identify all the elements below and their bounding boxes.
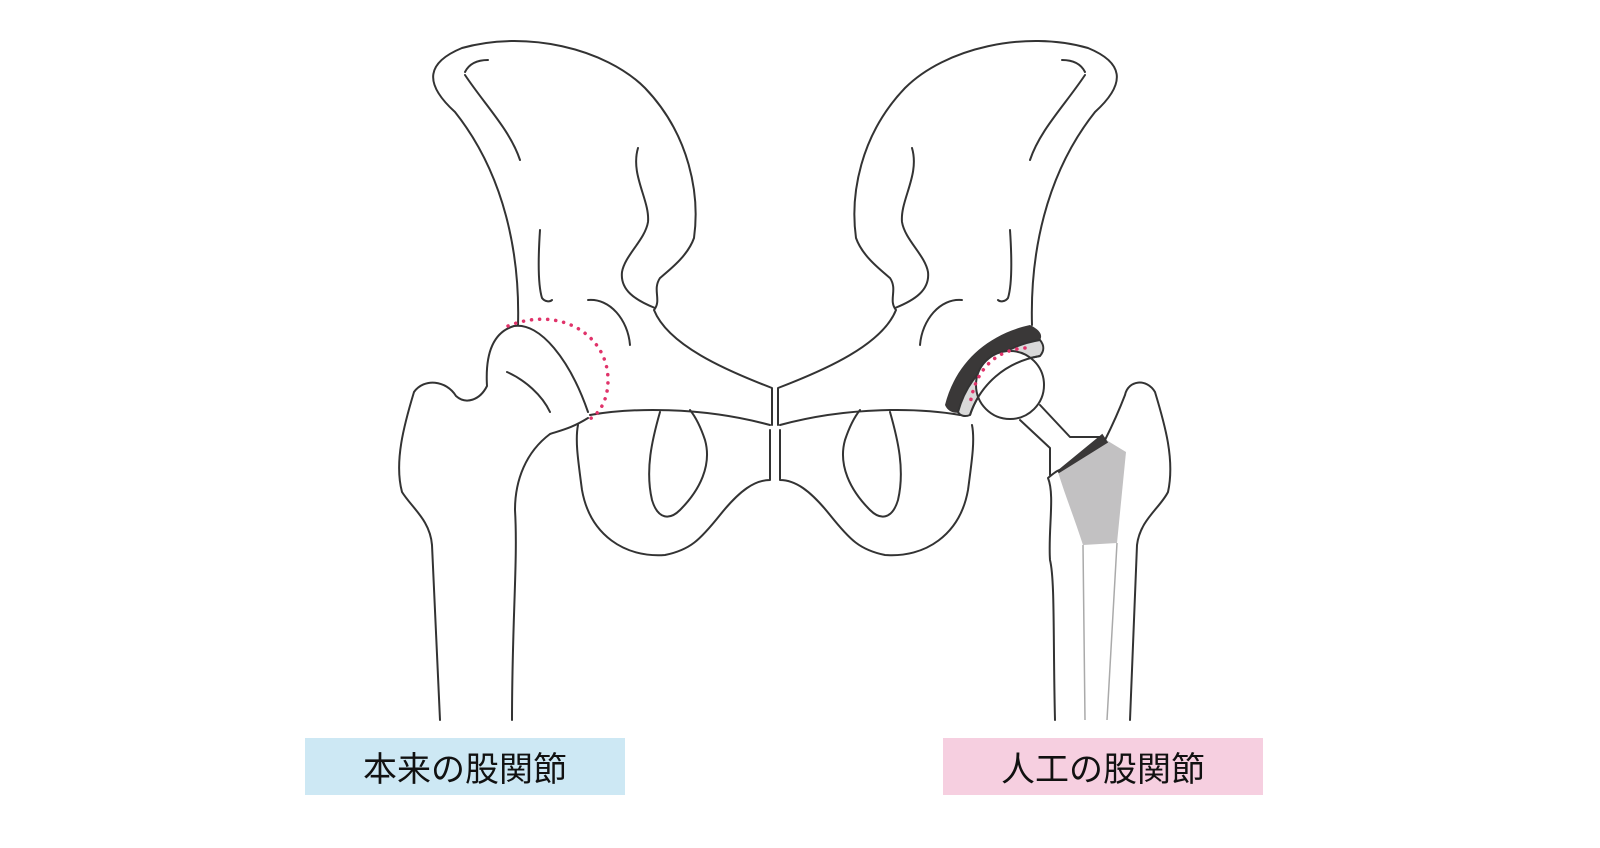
natural-joint-marker xyxy=(506,317,610,422)
artificial-femur xyxy=(945,325,1172,721)
natural-femur xyxy=(398,317,610,721)
pelvis-left-half xyxy=(432,40,773,557)
artificial-joint-marker xyxy=(968,346,1027,407)
femoral-stem xyxy=(1058,438,1126,545)
acetabular-cup xyxy=(945,325,1042,413)
natural-hip-label: 本来の股関節 xyxy=(305,738,625,795)
artificial-hip-label: 人工の股関節 xyxy=(943,738,1263,795)
